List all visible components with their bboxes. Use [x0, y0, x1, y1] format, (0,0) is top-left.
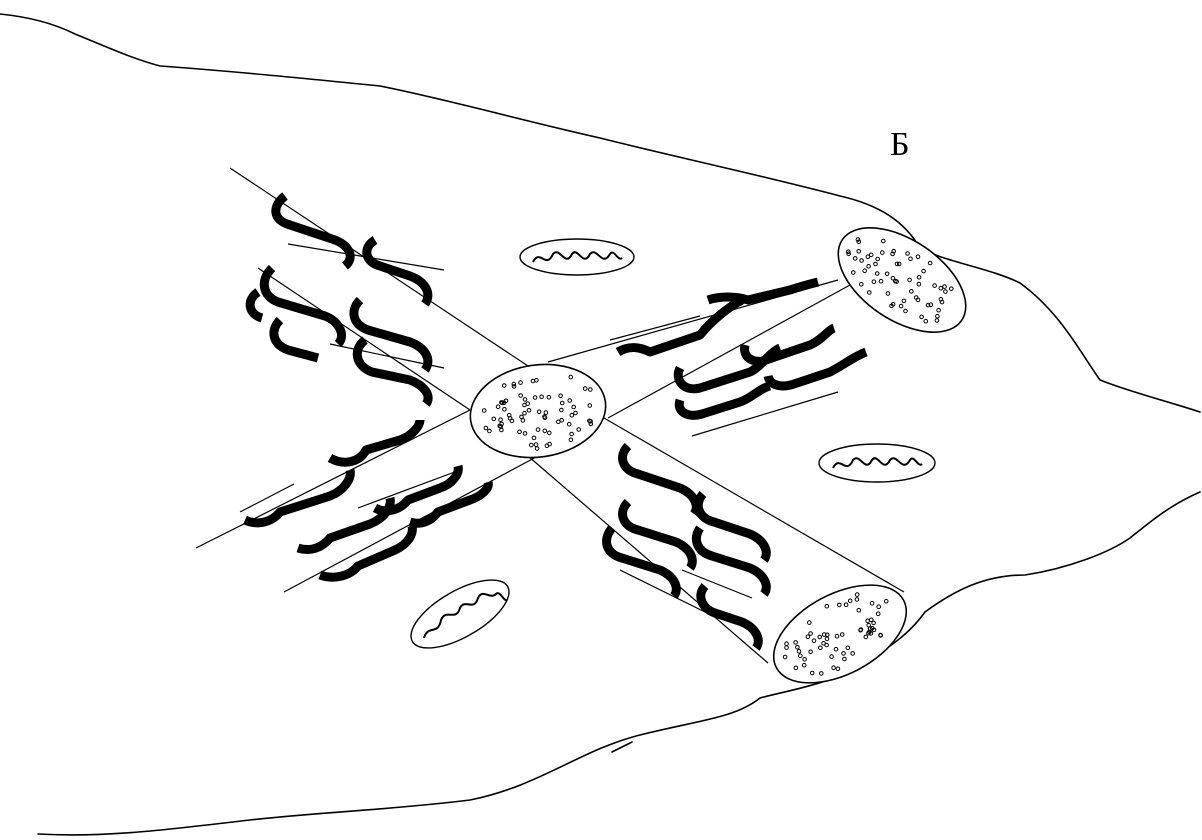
mitochondrion-right — [819, 444, 935, 482]
dense-body-upper-right — [820, 207, 984, 354]
dense-body-center — [464, 356, 611, 466]
thin-filament-line — [682, 570, 752, 598]
figure-label: Б — [890, 128, 910, 162]
thick-filament — [745, 328, 834, 361]
thick-filament — [618, 300, 742, 352]
cell-membrane-top — [0, 14, 1200, 412]
thick-filament — [250, 292, 262, 318]
thick-filament — [367, 240, 428, 304]
thick-filament — [701, 586, 759, 648]
cell-membrane-bottom — [38, 492, 1200, 835]
thick-filament — [354, 300, 428, 370]
thick-filament — [708, 282, 818, 300]
thick-filament — [330, 420, 420, 462]
dense-body-lower-right — [758, 565, 923, 703]
mitochondrion-bottom — [401, 567, 519, 662]
mitochondrion-top — [520, 239, 634, 275]
thick-filament — [274, 320, 318, 358]
thick-filament — [623, 446, 697, 514]
thin-filament-line — [196, 410, 470, 548]
thick-filament — [678, 348, 780, 389]
